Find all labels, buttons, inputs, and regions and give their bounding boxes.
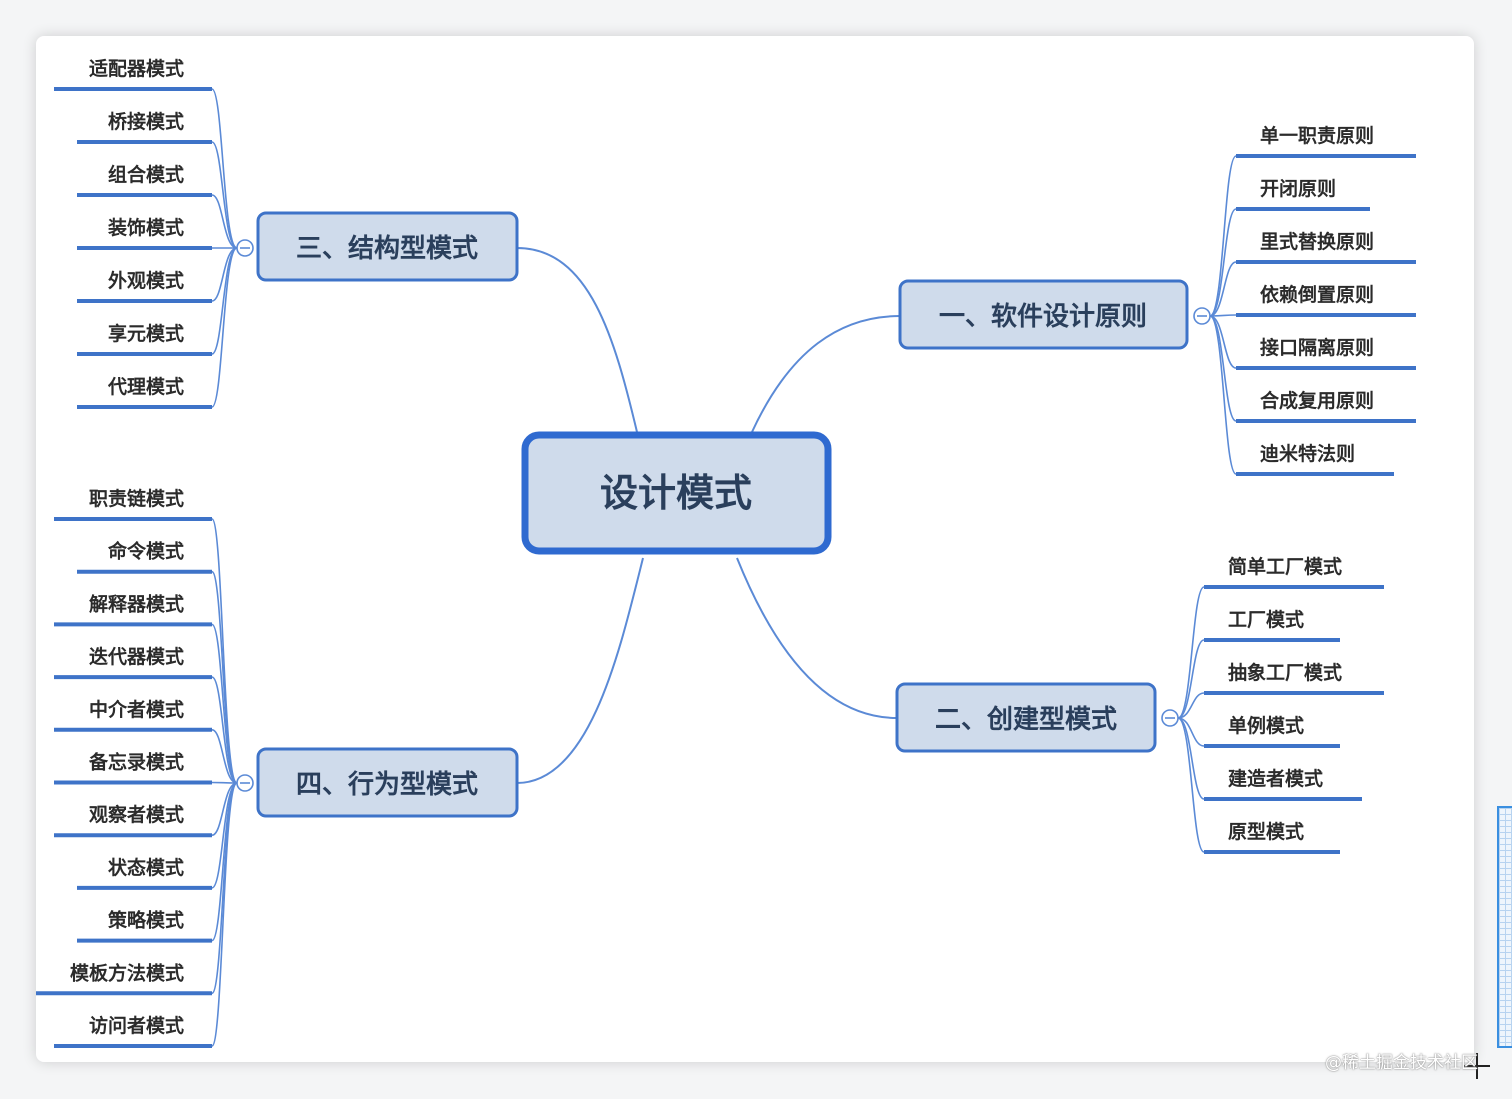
leaf-node-label[interactable]: 开闭原则 [1260, 178, 1336, 200]
leaf-connector [1177, 639, 1205, 719]
leaf-connector [1177, 586, 1205, 719]
leaf-node-label[interactable]: 代理模式 [107, 375, 184, 398]
leaf-connector [1209, 155, 1237, 317]
leaf-connector [211, 676, 238, 784]
branch-label-creational: 二、创建型模式 [935, 705, 1117, 735]
leaf-node-label[interactable]: 命令模式 [108, 540, 184, 563]
leaf-node-label[interactable]: 工厂模式 [1228, 608, 1304, 631]
leaf-node-label[interactable]: 里式替换原则 [1260, 230, 1374, 253]
branch-node-behavioral[interactable]: 四、行为型模式 [256, 747, 519, 818]
leaf-connector [211, 247, 238, 408]
branch-node-creational[interactable]: 二、创建型模式 [895, 682, 1157, 753]
leaf-node-label[interactable]: 合成复用原则 [1260, 389, 1374, 412]
leaf-node-label[interactable]: 简单工厂模式 [1228, 555, 1342, 578]
collapse-toggle-creational[interactable] [1161, 709, 1179, 727]
leaf-node-label[interactable]: 中介者模式 [89, 698, 184, 721]
leaf-node-label[interactable]: 模板方法模式 [70, 961, 184, 984]
leaf-node-label[interactable]: 状态模式 [108, 856, 184, 879]
root-label: 设计模式 [600, 471, 752, 515]
leaf-node-label[interactable]: 外观模式 [108, 269, 184, 292]
leaf-node-label[interactable]: 迪米特法则 [1260, 442, 1355, 465]
root-node[interactable]: 设计模式 [521, 431, 832, 555]
leaf-connector [1209, 208, 1237, 317]
connector-root-behavioral [516, 557, 644, 784]
leaf-connector [211, 141, 238, 249]
leaf-node-label[interactable]: 桥接模式 [108, 110, 184, 133]
leaf-node-label[interactable]: 访问者模式 [89, 1014, 184, 1037]
leaf-node-label[interactable]: 备忘录模式 [88, 751, 184, 774]
leaf-node-label[interactable]: 单一职责原则 [1260, 124, 1374, 147]
leaf-node-label[interactable]: 接口隔离原则 [1260, 336, 1374, 359]
branch-label-behavioral: 四、行为型模式 [296, 769, 478, 800]
watermark: @稀土掘金技术社区 [1325, 1053, 1478, 1073]
leaf-node-label[interactable]: 抽象工厂模式 [1228, 661, 1342, 684]
collapse-toggle-principles[interactable] [1193, 307, 1211, 325]
leaf-group-behavioral: 职责链模式命令模式解释器模式迭代器模式中介者模式备忘录模式观察者模式状态模式策略… [36, 487, 238, 1048]
leaf-connector [211, 729, 238, 784]
leaf-connector [211, 247, 238, 355]
branch-label-structural: 三、结构型模式 [296, 234, 478, 264]
leaf-node-label[interactable]: 建造者模式 [1228, 767, 1323, 790]
collapse-toggle-structural[interactable] [236, 239, 254, 257]
leaf-node-label[interactable]: 迭代器模式 [89, 645, 184, 668]
connector-root-creational [736, 557, 898, 719]
leaf-node-label[interactable]: 解释器模式 [89, 592, 184, 615]
leaf-connector [211, 88, 238, 249]
collapse-toggle-behavioral[interactable] [236, 774, 254, 792]
leaf-connector [211, 194, 238, 249]
leaf-node-label[interactable]: 原型模式 [1228, 820, 1304, 843]
leaf-connector [211, 781, 238, 784]
leaf-node-label[interactable]: 装饰模式 [107, 216, 184, 239]
leaf-connector [1177, 692, 1205, 719]
leaf-node-label[interactable]: 策略模式 [108, 909, 184, 932]
branch-node-principles[interactable]: 一、软件设计原则 [898, 279, 1189, 350]
leaf-connector [1209, 315, 1237, 422]
side-panel-edge[interactable] [1497, 806, 1512, 1048]
leaf-node-label[interactable]: 观察者模式 [89, 803, 184, 826]
leaf-node-label[interactable]: 适配器模式 [89, 57, 184, 80]
leaf-connector [211, 623, 238, 784]
leaf-connector [1209, 315, 1237, 475]
leaf-connector [211, 782, 238, 1047]
leaf-connector [1209, 314, 1237, 317]
leaf-node-label[interactable]: 享元模式 [108, 322, 184, 345]
branch-label-principles: 一、软件设计原则 [939, 302, 1147, 332]
crosshair-cursor-icon [1464, 1053, 1490, 1079]
connector-root-principles [751, 315, 901, 433]
leaf-connector [1177, 717, 1205, 853]
leaf-node-label[interactable]: 依赖倒置原则 [1260, 283, 1374, 306]
leaf-node-label[interactable]: 职责链模式 [89, 487, 184, 510]
branch-node-structural[interactable]: 三、结构型模式 [256, 211, 519, 282]
leaf-node-label[interactable]: 组合模式 [108, 163, 184, 186]
connector-root-structural [516, 247, 638, 433]
leaf-node-label[interactable]: 单例模式 [1228, 714, 1304, 737]
leaf-connector [1209, 261, 1237, 317]
